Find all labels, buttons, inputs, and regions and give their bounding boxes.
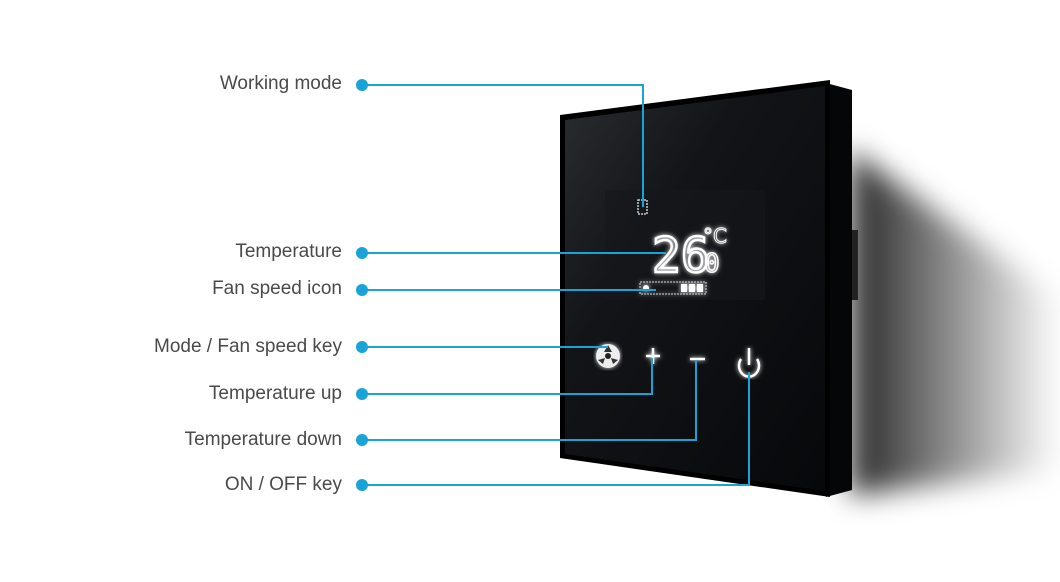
- temperature-unit: °C: [703, 224, 727, 248]
- label-temperature-down: Temperature down: [184, 429, 342, 450]
- label-temperature: Temperature: [235, 241, 342, 262]
- device-side: [826, 83, 852, 497]
- device-shadow: [850, 150, 1060, 495]
- label-on-off-key: ON / OFF key: [224, 474, 342, 495]
- temperature-decimal: 0: [704, 249, 720, 279]
- callout-dots: [356, 79, 368, 491]
- device-side-clip: [852, 230, 858, 300]
- mode-fan-key[interactable]: [596, 344, 620, 368]
- temperature-digits: 26: [652, 228, 710, 284]
- label-mode-fan-speed-key: Mode / Fan speed key: [154, 336, 342, 357]
- label-working-mode: Working mode: [219, 73, 342, 94]
- callout-lines: [362, 84, 750, 486]
- fan-speed-bar: [639, 281, 707, 295]
- label-temperature-up: Temperature up: [208, 383, 342, 404]
- label-fan-speed-icon: Fan speed icon: [212, 278, 342, 299]
